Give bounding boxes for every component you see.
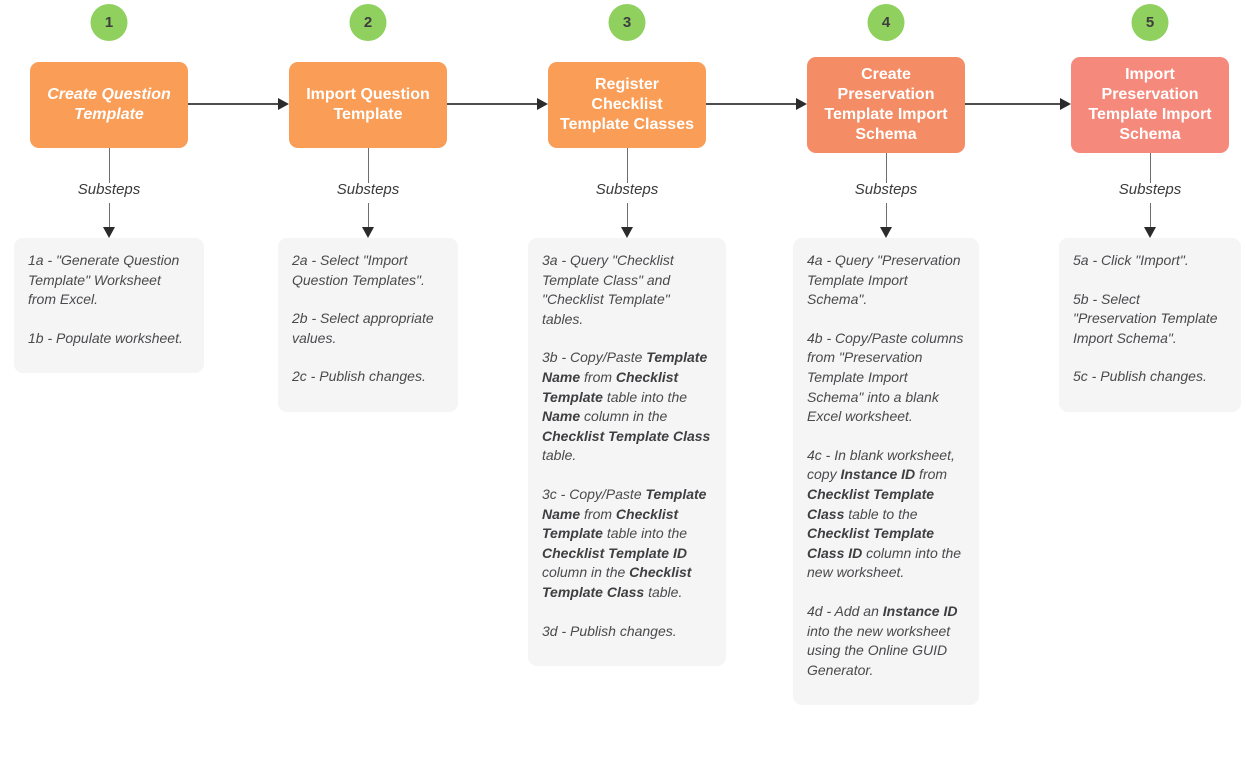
arrowhead-right-icon	[1060, 98, 1071, 110]
arrow-line	[706, 103, 798, 105]
substep-text: 3b - Copy/Paste Template Name from Check…	[542, 349, 711, 464]
arrowhead-down-icon	[621, 227, 633, 238]
flow-arrow-3	[706, 97, 807, 111]
step-title-box: Import Question Template	[289, 62, 447, 148]
connector-line	[1150, 203, 1151, 229]
substep-text: 4a - Query "Preservation Template Import…	[807, 252, 961, 308]
arrowhead-right-icon	[796, 98, 807, 110]
substeps-label: Substeps	[1118, 181, 1182, 198]
arrowhead-down-icon	[1144, 227, 1156, 238]
substeps-box: 1a - "Generate Question Template" Worksh…	[14, 238, 204, 374]
substep-text: 1b - Populate worksheet.	[28, 329, 183, 346]
substep-text: 5a - Click "Import".	[1073, 252, 1189, 268]
step-title-box: Create Question Template	[30, 62, 188, 148]
step-title-box: Create Preservation Template Import Sche…	[807, 57, 965, 153]
substep-text: 3a - Query "Checklist Template Class" an…	[542, 252, 674, 327]
substep-text: 5c - Publish changes.	[1073, 368, 1207, 385]
connector-line	[1150, 146, 1151, 183]
step-number-badge: 1	[90, 4, 128, 41]
substeps-label: Substeps	[77, 181, 141, 198]
connector-line	[109, 146, 110, 183]
arrowhead-right-icon	[278, 98, 289, 110]
connector-line	[368, 203, 369, 229]
step-title: Create Question Template	[47, 86, 171, 123]
substep-text: 2a - Select "Import Question Templates".	[292, 252, 425, 288]
connector-line	[886, 203, 887, 229]
substep-text: 5b - Select "Preservation Template Impor…	[1073, 290, 1218, 346]
step-column-5: 5 Import Preservation Template Import Sc…	[1059, 0, 1241, 767]
step-title: Register Checklist Template Classes	[560, 76, 694, 133]
substep-text: 4c - In blank worksheet, copy Instance I…	[807, 446, 962, 581]
step-number-badge: 5	[1131, 4, 1169, 41]
step-title: Create Preservation Template Import Sche…	[824, 66, 948, 143]
substep-text: 4d - Add an Instance ID into the new wor…	[807, 602, 958, 678]
step-title: Import Preservation Template Import Sche…	[1088, 66, 1212, 143]
arrowhead-down-icon	[880, 227, 892, 238]
substeps-label: Substeps	[336, 181, 400, 198]
step-number: 2	[363, 14, 373, 31]
arrow-line	[188, 103, 280, 105]
connector-line	[627, 203, 628, 229]
step-number: 5	[1145, 14, 1155, 31]
connector-line	[109, 203, 110, 229]
step-number-badge: 3	[608, 4, 646, 41]
flow-arrow-2	[447, 97, 548, 111]
arrowhead-right-icon	[537, 98, 548, 110]
substep-text: 3d - Publish changes.	[542, 622, 677, 639]
substep-text: 2b - Select appropriate values.	[292, 310, 434, 346]
substep-text: 3c - Copy/Paste Template Name from Check…	[542, 485, 707, 600]
substeps-box: 2a - Select "Import Question Templates".…	[278, 238, 458, 412]
substeps-label: Substeps	[854, 181, 918, 198]
connector-line	[368, 146, 369, 183]
step-number: 3	[622, 14, 632, 31]
step-number: 1	[104, 14, 114, 31]
flow-arrow-1	[188, 97, 289, 111]
step-column-3: 3 Register Checklist Template Classes Su…	[528, 0, 726, 767]
substep-text: 1a - "Generate Question Template" Worksh…	[28, 252, 180, 308]
arrow-line	[965, 103, 1062, 105]
step-number: 4	[881, 14, 891, 31]
connector-line	[886, 146, 887, 183]
arrow-line	[447, 103, 539, 105]
step-number-badge: 4	[867, 4, 905, 41]
flow-arrow-4	[965, 97, 1071, 111]
step-title-box: Register Checklist Template Classes	[548, 62, 706, 148]
substeps-label: Substeps	[595, 181, 659, 198]
substeps-box: 3a - Query "Checklist Template Class" an…	[528, 238, 726, 667]
step-column-4: 4 Create Preservation Template Import Sc…	[793, 0, 979, 767]
substeps-box: 4a - Query "Preservation Template Import…	[793, 238, 979, 706]
step-column-2: 2 Import Question Template Substeps 2a -…	[278, 0, 458, 767]
substep-text: 4b - Copy/Paste columns from "Preservati…	[807, 329, 964, 425]
substeps-box: 5a - Click "Import". 5b - Select "Preserv…	[1059, 238, 1241, 412]
substep-text: 2c - Publish changes.	[292, 368, 426, 385]
arrowhead-down-icon	[362, 227, 374, 238]
step-number-badge: 2	[349, 4, 387, 41]
connector-line	[627, 146, 628, 183]
step-title: Import Question Template	[306, 86, 430, 123]
step-column-1: 1 Create Question Template Substeps 1a -…	[14, 0, 204, 767]
step-title-box: Import Preservation Template Import Sche…	[1071, 57, 1229, 153]
arrowhead-down-icon	[103, 227, 115, 238]
